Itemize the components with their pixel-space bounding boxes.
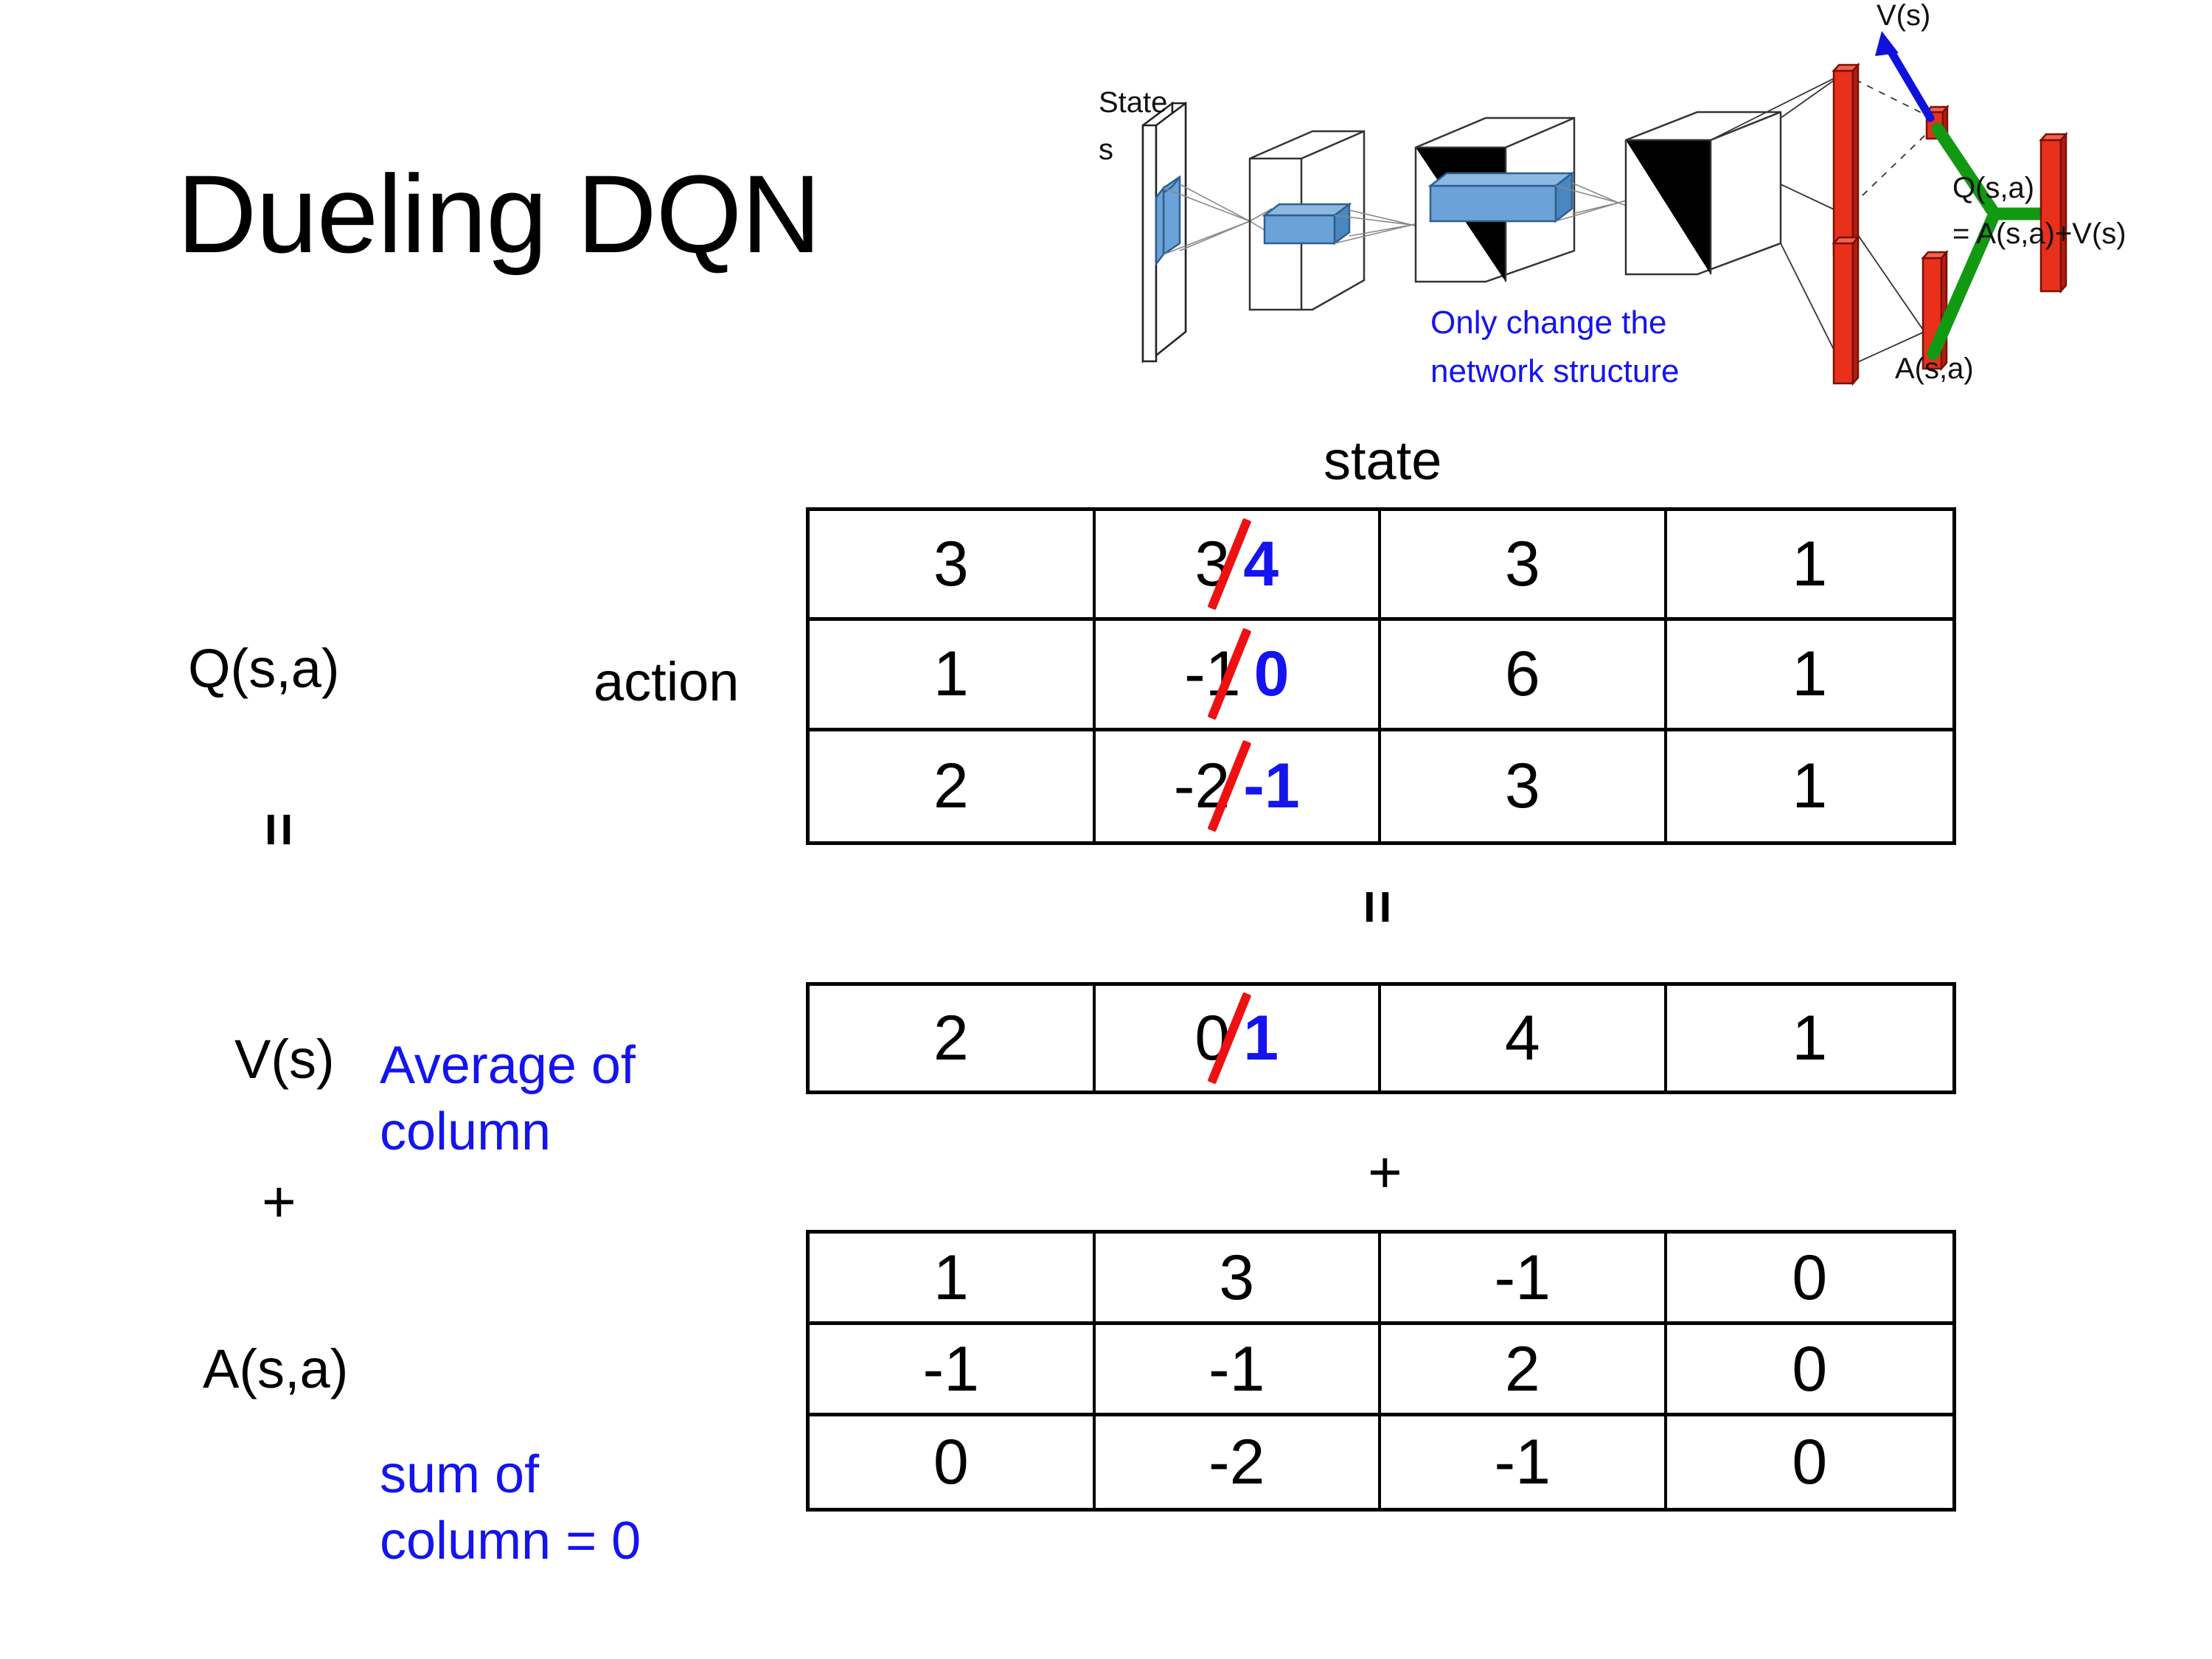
table-cell: 1 — [1667, 731, 1953, 841]
edited-cell: -2-1 — [1173, 740, 1300, 832]
table-cell: 2 — [810, 731, 1096, 841]
table-cell: -1 — [1381, 1416, 1667, 1508]
cell-value: 0 — [1792, 1427, 1828, 1498]
q-output-label-line1: Q(s,a) — [1952, 172, 2034, 204]
cell-value: 0 — [933, 1427, 969, 1498]
cell-value: 1 — [1792, 529, 1828, 600]
cell-value: 0 — [1792, 1333, 1828, 1405]
cell-value: 2 — [933, 751, 969, 822]
cell-value: 1 — [1792, 1003, 1828, 1074]
table-cell: 2 — [1381, 1325, 1667, 1416]
table-cell: 1 — [1667, 986, 1953, 1091]
a-output-label: A(s,a) — [1895, 352, 1974, 385]
struck-old-value: -1 — [1184, 639, 1241, 710]
cell-value: 6 — [1504, 639, 1540, 710]
table-cell: 0 — [1666, 1234, 1952, 1325]
page-title: Dueling DQN — [177, 152, 821, 276]
table-cell: -2-1 — [1096, 731, 1381, 841]
cell-value: -2 — [1208, 1427, 1265, 1498]
cell-value: -1 — [1494, 1427, 1551, 1498]
cell-value: 0 — [1792, 1242, 1828, 1313]
table-cell: 3 — [1381, 731, 1667, 841]
q-output-label-line2: = A(s,a)+V(s) — [1952, 218, 2126, 250]
cell-value: 1 — [933, 1242, 969, 1313]
table-cell: 1 — [1666, 511, 1952, 622]
cell-value: 3 — [933, 529, 969, 600]
q-function-label: Q(s,a) — [188, 638, 340, 699]
corrected-new-value: 0 — [1253, 639, 1290, 710]
state-header-label: state — [1324, 430, 1442, 491]
cell-value: 2 — [933, 1003, 969, 1074]
table-cell: 3 — [1381, 511, 1667, 622]
network-note-line2: network structure — [1430, 353, 1679, 389]
state-label-line1: State — [1099, 86, 1167, 119]
struck-old-value: 0 — [1194, 1003, 1231, 1074]
struck-old-value: -2 — [1173, 751, 1231, 822]
equals-sign-middle: = — [1345, 889, 1411, 925]
average-note-line1: Average of — [380, 1036, 636, 1095]
table-cell: 3 — [1095, 1234, 1381, 1325]
cell-value: 1 — [933, 639, 969, 710]
sum-note-line2: column = 0 — [380, 1512, 641, 1571]
table-cell: 2 — [810, 986, 1096, 1091]
table-cell: 0 — [810, 1416, 1096, 1508]
table-cell: -1 — [1381, 1234, 1667, 1325]
corrected-new-value: 1 — [1243, 1003, 1279, 1074]
equals-sign-left: = — [246, 812, 313, 847]
plus-sign-left: + — [262, 1169, 296, 1234]
action-header-label: action — [594, 651, 740, 712]
cell-value: 3 — [1219, 1242, 1255, 1313]
corrected-new-value: -1 — [1243, 751, 1300, 822]
plus-sign-middle: + — [1368, 1139, 1402, 1205]
dueling-network-diagram: State s V(s) Q(s,a) = A(s,a)+V(s) A(s,a)… — [1099, 0, 2212, 413]
cell-value: -1 — [922, 1333, 979, 1405]
cell-value: 1 — [1792, 751, 1828, 822]
table-cell: 0 — [1667, 1416, 1953, 1508]
table-cell: 1 — [810, 621, 1096, 731]
v-function-label: V(s) — [234, 1029, 335, 1090]
table-cell: 1 — [1666, 621, 1952, 731]
table-cell: -1 — [810, 1325, 1096, 1416]
sum-note-line1: sum of — [380, 1445, 540, 1504]
cell-value: 1 — [1792, 639, 1828, 710]
table-cell: 3 — [810, 511, 1096, 622]
state-label-line2: s — [1099, 133, 1113, 166]
advantage-value-table: 1 3 -1 0 -1 -1 2 0 0 -2 -1 0 — [806, 1230, 1956, 1512]
average-of-column-note: Average of column — [380, 1032, 636, 1165]
a-function-label: A(s,a) — [203, 1338, 349, 1399]
network-note-line1: Only change the — [1430, 305, 1666, 341]
struck-old-value: 3 — [1194, 529, 1231, 600]
table-cell: 1 — [810, 1234, 1096, 1325]
table-cell: -2 — [1096, 1416, 1381, 1508]
cell-value: -1 — [1208, 1333, 1265, 1405]
corrected-new-value: 4 — [1243, 529, 1279, 600]
average-note-line2: column — [380, 1102, 552, 1161]
table-cell: 0 — [1666, 1325, 1952, 1416]
table-cell: 6 — [1381, 621, 1667, 731]
cell-value: 2 — [1504, 1333, 1540, 1405]
cell-value: 3 — [1504, 751, 1540, 822]
cell-value: 4 — [1504, 1003, 1540, 1074]
cell-value: -1 — [1494, 1242, 1551, 1313]
cell-value: 3 — [1504, 529, 1540, 600]
table-cell: -1 — [1095, 1325, 1381, 1416]
sum-of-column-note: sum of column = 0 — [380, 1441, 641, 1574]
v-output-label: V(s) — [1877, 0, 1930, 32]
table-cell: 4 — [1381, 986, 1667, 1091]
